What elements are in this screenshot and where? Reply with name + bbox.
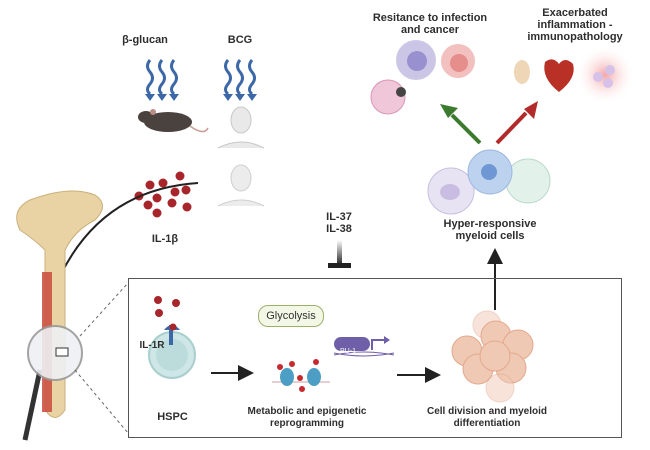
hspc-label: HSPC (157, 411, 188, 423)
glycolysis-badge: Glycolysis (258, 305, 324, 327)
process-box (128, 278, 622, 438)
division-label-line1: Cell division and myeloid (426, 406, 548, 417)
reprogramming-label-line1: Metabolic and epigenetic (247, 406, 367, 417)
hspc-cell-icon (148, 325, 196, 379)
red-arrow-inflammation (495, 101, 538, 145)
joint-icon (514, 60, 530, 84)
immune-cells-killing-icon (370, 40, 475, 115)
pu1-label: PU-1 (340, 348, 356, 355)
dividing-cells-cluster-icon (451, 310, 534, 403)
myeloid-cells-icon (427, 149, 551, 215)
human-male-icon (217, 164, 265, 207)
myeloid-label-line2: myeloid cells (455, 230, 525, 242)
reprogramming-label-line2: reprogramming (270, 418, 344, 429)
il38-label: IL-38 (326, 223, 352, 235)
bcg-label: BCG (227, 34, 253, 46)
inhibition-bar-icon (328, 240, 351, 268)
division-label-line2: differentiation (453, 418, 521, 429)
il1b-near-receptor-icon (154, 296, 180, 331)
inflammation-label: Exacerbated inflammation - immunopatholo… (510, 7, 640, 43)
il37-label: IL-37 (326, 211, 352, 223)
resistance-label-line2: and cancer (400, 24, 460, 36)
myeloid-label-line1: Hyper-responsive (443, 218, 537, 230)
inhibitors-label: IL-37 IL-38 (318, 211, 360, 235)
resistance-label: Resitance to infection and cancer (360, 12, 500, 36)
inflamed-tissue-icon (575, 45, 635, 105)
inflammation-label-line3: immunopathology (527, 31, 623, 43)
green-arrow-resistance (440, 104, 482, 145)
wavy-arrows-bcg-icon (224, 59, 256, 96)
heart-icon (544, 59, 574, 92)
inflammation-label-line2: inflammation - (537, 19, 613, 31)
femur-bone-icon (16, 190, 103, 418)
nucleosome-icon (272, 359, 330, 392)
myeloid-cells-label: Hyper-responsive myeloid cells (430, 218, 550, 242)
wavy-arrows-beta-glucan-icon (146, 59, 178, 96)
human-female-icon (217, 106, 265, 149)
pu1-transcription-icon (333, 336, 395, 357)
il1r-label: IL-1R (139, 340, 165, 351)
magnifier-icon (22, 325, 83, 441)
inflammation-label-line1: Exacerbated (542, 7, 608, 19)
resistance-label-line1: Resitance to infection (372, 12, 488, 24)
beta-glucan-label: β-glucan (122, 34, 168, 46)
division-label: Cell division and myeloid differentiatio… (412, 406, 562, 430)
il1b-label: IL-1β (151, 233, 179, 245)
reprogramming-label: Metabolic and epigenetic reprogramming (232, 406, 382, 430)
mouse-icon (138, 109, 209, 133)
